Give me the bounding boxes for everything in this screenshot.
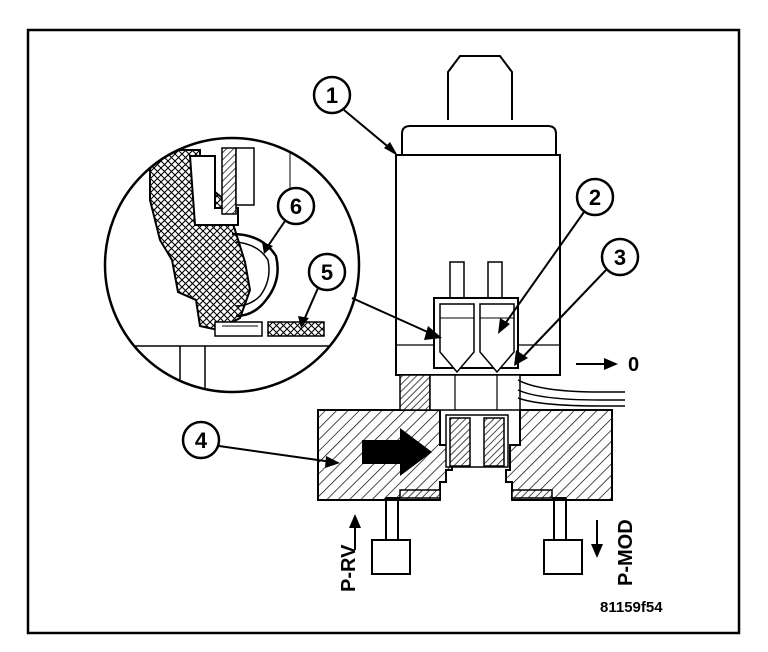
figure-id: 81159f54 <box>600 599 663 616</box>
flow-arrow <box>362 428 432 476</box>
callout-3: 3 <box>514 237 640 366</box>
callout-4-number: 4 <box>195 428 208 453</box>
solenoid-assembly <box>395 55 625 411</box>
valve-body <box>317 409 613 501</box>
outlet-arrow <box>576 358 618 370</box>
magnifier-leader <box>351 297 442 340</box>
callout-5-number: 5 <box>321 260 333 285</box>
callout-3-number: 3 <box>614 245 626 270</box>
p-rv-label: P-RV <box>338 544 360 592</box>
callout-2: 2 <box>498 177 615 334</box>
p-mod-label: P-MOD <box>615 519 637 586</box>
port-rv-line <box>371 497 411 575</box>
outlet-label: 0 <box>628 354 639 376</box>
p-rv-arrow <box>349 514 361 550</box>
port-mod-line <box>543 497 583 575</box>
callout-4: 4 <box>181 420 340 468</box>
p-mod-arrow <box>591 520 603 558</box>
figure-frame <box>26 28 741 635</box>
callout-6-number: 6 <box>290 194 302 219</box>
callout-5: 5 <box>298 252 347 328</box>
callout-1: 1 <box>312 75 398 156</box>
callout-2-number: 2 <box>589 185 601 210</box>
callout-1-number: 1 <box>326 83 338 108</box>
callout-6: 6 <box>262 186 316 254</box>
